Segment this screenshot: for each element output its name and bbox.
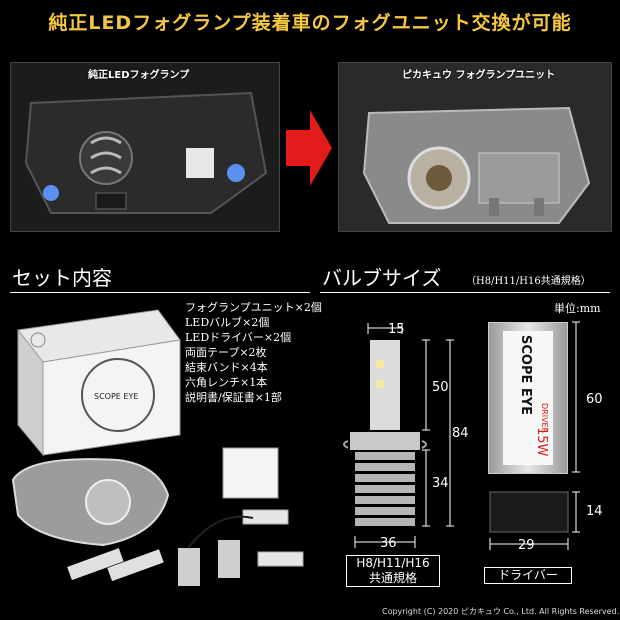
dim-total-height: 84 <box>452 426 469 441</box>
list-item: 両面テープ×2枚 <box>185 346 267 359</box>
arrow-right-icon <box>286 110 332 186</box>
svg-text:SCOPE EYE: SCOPE EYE <box>94 392 138 401</box>
driver-box: SCOPE EYE 15W DRIVER <box>488 322 568 474</box>
headline: 純正LEDフォグランプ装着車のフォグユニット交換が可能 <box>48 12 572 34</box>
bulb-caption-line1: H8/H11/H16 <box>356 556 430 570</box>
set-contents-list: フォグランプユニット×2個 LEDバルブ×2個 LEDドライバー×2個 両面テー… <box>185 300 322 405</box>
stock-fog-lamp-illustration <box>11 63 279 231</box>
bulb-size-underline <box>320 292 610 293</box>
list-item: 結束バンド×4本 <box>185 361 268 374</box>
list-item: LEDドライバー×2個 <box>185 331 292 344</box>
driver-dimension-lines <box>489 321 580 550</box>
led-bulb-dimension-diagram <box>343 323 454 548</box>
driver-label-panel <box>503 331 553 465</box>
package-box-image: SCOPE EYE <box>17 309 181 457</box>
list-item: 六角レンチ×1本 <box>185 376 268 389</box>
bulb-caption: H8/H11/H16 共通規格 <box>346 555 440 587</box>
before-label: 純正LEDフォグランプ <box>88 70 190 81</box>
replacement-fog-unit-illustration <box>339 63 611 231</box>
after-label: ピカキュウ フォグランプユニット <box>402 70 556 81</box>
list-item: LEDバルブ×2個 <box>185 316 270 329</box>
dim-driver-height: 60 <box>586 392 603 407</box>
bulb-size-note: （H8/H11/H16共通規格） <box>466 276 591 287</box>
dim-upper-height: 50 <box>432 380 449 395</box>
set-contents-underline <box>10 292 310 293</box>
bulb-size-title: バルブサイズ <box>322 266 442 290</box>
dim-base-width: 36 <box>380 536 397 551</box>
before-photo <box>10 62 280 232</box>
list-item: フォグランプユニット×2個 <box>185 301 322 314</box>
dim-lower-height: 34 <box>432 476 449 491</box>
list-item: 説明書/保証書×1部 <box>185 391 282 404</box>
dim-driver-width: 29 <box>518 538 535 553</box>
kit-parts-image <box>11 447 304 586</box>
dim-driver-depth: 14 <box>586 504 603 519</box>
unit-label: 単位:mm <box>554 302 601 315</box>
dim-top-width: 15 <box>388 322 405 337</box>
driver-caption: ドライバー <box>484 567 572 584</box>
bulb-caption-line2: 共通規格 <box>368 571 417 585</box>
copyright: Copyright (C) 2020 ピカキュウ Co., Ltd. All R… <box>382 607 620 616</box>
set-contents-title: セット内容 <box>12 266 112 290</box>
after-photo <box>338 62 612 232</box>
